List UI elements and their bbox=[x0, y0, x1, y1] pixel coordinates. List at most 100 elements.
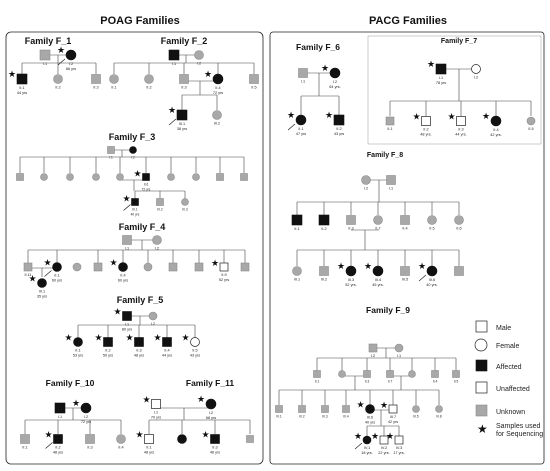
individual-id-label: II.1 bbox=[75, 349, 80, 353]
individual-age-label: 43 yrs bbox=[190, 354, 200, 358]
male-unaffected-symbol bbox=[456, 116, 466, 126]
individual-id-label: II.6 bbox=[144, 183, 149, 187]
female-affected-symbol bbox=[65, 49, 77, 61]
proband-arrow-icon bbox=[123, 204, 131, 211]
individual-f9-ii5: II.5 bbox=[452, 370, 460, 384]
individual-age-label: 40 yrs bbox=[365, 421, 375, 425]
male-affected-symbol bbox=[142, 173, 150, 181]
male-unknown-symbol bbox=[216, 173, 224, 181]
individual-age-label: 48 yrs. bbox=[420, 133, 431, 137]
individual-f9-ii2 bbox=[338, 370, 346, 378]
legend-affected-icon bbox=[475, 359, 488, 372]
individual-f7-ii1: II.1 bbox=[385, 116, 395, 131]
individual-age-label: 22 yrs. bbox=[378, 451, 389, 455]
male-affected-symbol bbox=[131, 198, 139, 206]
individual-age-label: 50 yrs bbox=[103, 354, 113, 358]
individual-f3-ii3 bbox=[66, 173, 74, 181]
female-affected-symbol bbox=[37, 278, 47, 288]
family-title-f6: Family F_6 bbox=[296, 42, 340, 52]
individual-f11-ii4 bbox=[246, 435, 254, 443]
male-unaffected-symbol bbox=[219, 262, 229, 272]
individual-age-label: 44 yrs. bbox=[455, 133, 466, 137]
individual-id-label: II.2 bbox=[336, 127, 341, 131]
individual-id-label: II.1 bbox=[315, 380, 320, 384]
individual-id-label: III.3 bbox=[322, 415, 328, 419]
individual-id-label: I.2 bbox=[155, 247, 159, 251]
family-f7-box bbox=[367, 35, 542, 145]
individual-f3-iii2: III.2 bbox=[156, 198, 164, 212]
individual-age-label: 35 yrs bbox=[37, 295, 47, 299]
individual-age-label: 72 yrs bbox=[213, 91, 223, 95]
individual-f10-i2: ★I.272 yrs bbox=[72, 399, 92, 424]
individual-id-label: I.2 bbox=[209, 411, 213, 415]
individual-f8-i1: I.1 bbox=[386, 175, 396, 191]
individual-f2-iii1: ★III.138 yrs bbox=[168, 106, 188, 131]
individual-id-label: I.2 bbox=[364, 187, 368, 191]
individual-id-label: IV.3 bbox=[396, 446, 402, 450]
female-affected-symbol bbox=[329, 67, 341, 79]
individual-id-label: II.1 bbox=[294, 227, 299, 231]
female-affected-symbol bbox=[295, 114, 307, 126]
male-unknown-symbol bbox=[240, 262, 250, 272]
individual-f8-ii6: II.6 bbox=[454, 215, 464, 231]
individual-id-label: II.7 bbox=[388, 380, 393, 384]
female-unknown-symbol bbox=[361, 175, 371, 185]
family-title-f8: Family F_8 bbox=[367, 152, 403, 159]
female-affected-symbol bbox=[118, 262, 128, 272]
individual-f4-ii6 bbox=[168, 262, 178, 272]
individual-id-label: I.1 bbox=[389, 187, 393, 191]
individual-id-label: III.2 bbox=[214, 122, 220, 126]
individual-id-label: I.2 bbox=[69, 62, 73, 66]
female-affected-symbol bbox=[372, 265, 384, 277]
sequenced-star-icon: ★ bbox=[29, 275, 37, 285]
individual-age-label: 18 yrs. bbox=[361, 451, 372, 455]
female-unknown-symbol bbox=[394, 343, 404, 353]
individual-id-label: II.5 bbox=[528, 127, 533, 131]
sequenced-star-icon: ★ bbox=[202, 431, 210, 441]
male-unaffected-symbol bbox=[388, 404, 398, 414]
individual-f4-ii4: ★II.460 yrs bbox=[110, 259, 129, 283]
individual-id-label: I.2 bbox=[131, 156, 135, 160]
individual-f4-ii5 bbox=[143, 262, 153, 272]
individual-id-label: II.3 bbox=[458, 128, 463, 132]
male-unaffected-symbol bbox=[379, 435, 389, 445]
individual-f2-i2: I.2 bbox=[194, 50, 204, 66]
female-unaffected-symbol bbox=[471, 64, 481, 74]
male-affected-symbol bbox=[16, 73, 28, 85]
individual-f9-iix bbox=[408, 370, 416, 378]
female-affected-symbol bbox=[73, 337, 83, 347]
individual-id-label: II.3 bbox=[87, 446, 92, 450]
legend-affected-label: Affected bbox=[496, 364, 522, 371]
sequenced-star-icon: ★ bbox=[418, 262, 426, 272]
sequenced-star-icon: ★ bbox=[357, 401, 365, 411]
individual-id-label: II.3 bbox=[93, 86, 98, 90]
individual-f3-i1: I.1 bbox=[107, 146, 115, 160]
individual-id-label: II.4 bbox=[215, 86, 220, 90]
legend-male-label: Male bbox=[496, 325, 511, 332]
female-affected-symbol bbox=[52, 262, 62, 272]
individual-f8-ii2: II.2 bbox=[318, 214, 330, 231]
male-unknown-symbol bbox=[368, 343, 378, 353]
female-unknown-symbol bbox=[116, 434, 126, 444]
individual-f7-i2: I.2 bbox=[471, 64, 481, 80]
individual-f9-iii4: III.4 bbox=[342, 405, 350, 419]
male-unaffected-symbol bbox=[151, 399, 161, 409]
legend-star-icon: ★ bbox=[477, 422, 488, 436]
individual-f9-ii7: II.7 bbox=[386, 370, 394, 384]
individual-age-label: 44 yrs bbox=[17, 91, 27, 95]
individual-age-label: 42 yrs bbox=[388, 420, 398, 424]
individual-id-label: III.2 bbox=[299, 415, 305, 419]
individual-f1-ii2: II.2 bbox=[53, 74, 63, 90]
sequenced-star-icon: ★ bbox=[386, 432, 394, 442]
individual-id-label: II.1 bbox=[146, 446, 151, 450]
individual-f9-ii4: II.4 bbox=[431, 370, 439, 384]
individual-id-label: III.1 bbox=[132, 208, 138, 212]
individual-age-label: 17 yrs. bbox=[393, 451, 404, 455]
male-affected-symbol bbox=[162, 337, 172, 347]
individual-age-label: 48 yrs bbox=[53, 451, 63, 455]
individual-f9-iii6: ★III.640 yrs bbox=[357, 401, 376, 425]
individual-f11-ii1: ★II.148 yrs bbox=[136, 431, 155, 455]
sequenced-star-icon: ★ bbox=[427, 60, 435, 70]
individual-f10-ii2: ★II.248 yrs bbox=[45, 431, 64, 455]
male-affected-symbol bbox=[134, 337, 144, 347]
